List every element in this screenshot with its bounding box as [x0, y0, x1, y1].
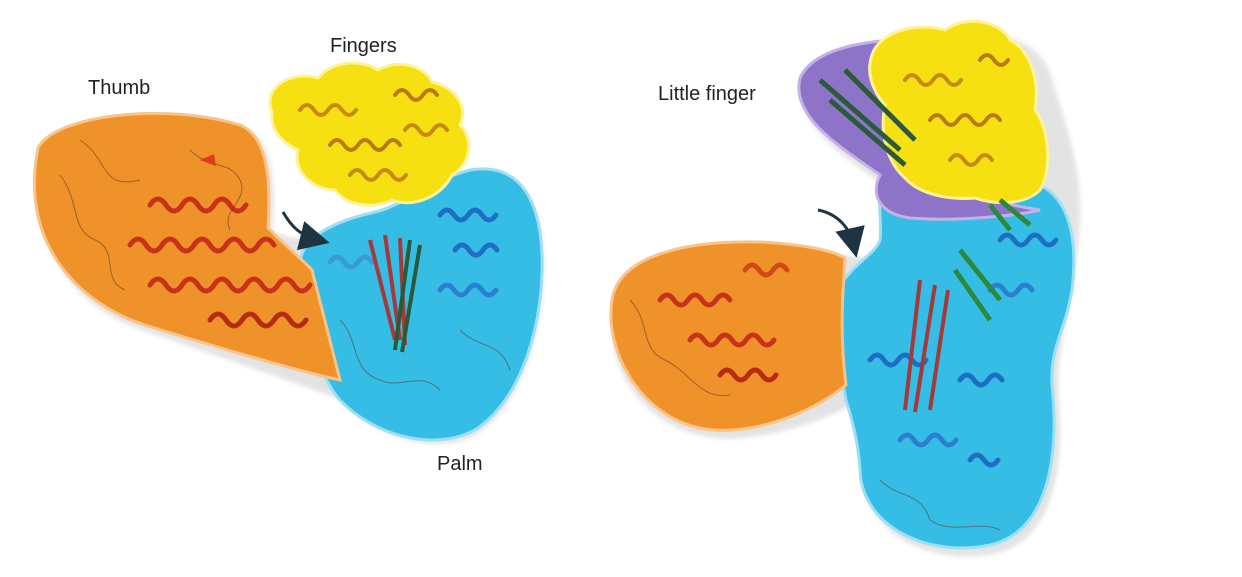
label-little-finger: Little finger: [658, 83, 756, 105]
label-fingers: Fingers: [330, 35, 397, 57]
fingers-domain: [270, 63, 469, 205]
right-structure: Little finger: [611, 21, 1080, 556]
label-thumb: Thumb: [88, 77, 150, 99]
palm-domain: [300, 169, 542, 440]
label-palm: Palm: [437, 453, 483, 475]
left-structure: Thumb Fingers Palm: [34, 35, 544, 475]
arrow-curved-icon: [283, 212, 318, 240]
arrow-curved-icon-right: [818, 210, 854, 246]
